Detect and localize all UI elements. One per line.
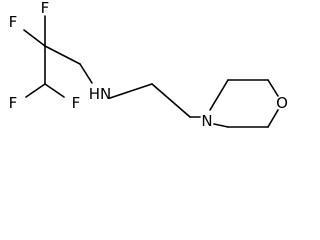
bond-ring-n-c-upper (209, 79, 229, 111)
bond-nh-ch2 (109, 83, 153, 99)
bond-ring-c-o-upper (267, 79, 279, 97)
atom-amine-nh: HN (89, 85, 112, 103)
bond-cf2-f-top-left (23, 29, 46, 47)
atom-labels: F F F F HN N O (9, 0, 288, 130)
bond-ring-c-n-lower (213, 123, 229, 128)
atom-f-bottom-left: F (9, 94, 18, 112)
bond-cf2-ch2 (44, 45, 81, 65)
bond-chf2-f-bottom-right (44, 83, 65, 98)
atom-f-top-left: F (9, 13, 18, 31)
bond-ch2-ch2 (151, 83, 191, 118)
bond-ring-o-c-lower (267, 109, 279, 128)
atom-f-bottom-right: F (72, 94, 81, 112)
bond-chf2-f-bottom-left (25, 83, 46, 98)
bond-ch2-nh (79, 63, 93, 84)
atom-morpholine-o: O (276, 94, 288, 112)
atom-f-top-right: F (41, 0, 50, 17)
atom-morpholine-n: N (201, 112, 212, 130)
structural-formula: F F F F HN N O (9, 0, 288, 130)
bonds (23, 15, 279, 128)
